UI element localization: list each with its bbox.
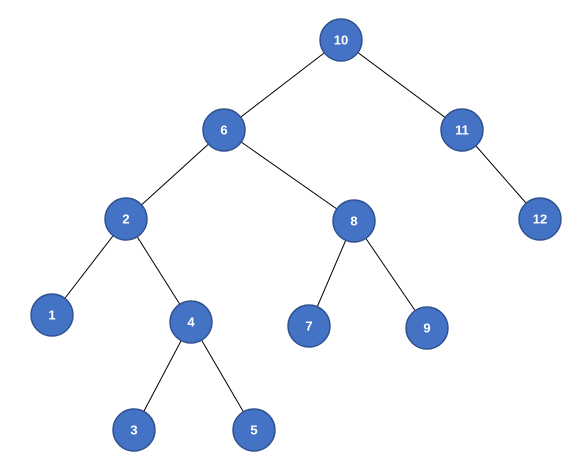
tree-node-circle (319, 18, 363, 62)
tree-node: 3 (112, 408, 156, 452)
tree-node-label: 9 (423, 321, 430, 336)
tree-node: 5 (232, 408, 276, 452)
tree-node-circle (112, 408, 156, 452)
tree-node: 9 (405, 306, 449, 350)
tree-node-label: 7 (305, 319, 312, 334)
tree-node: 4 (169, 300, 213, 344)
tree-node-circle (440, 108, 484, 152)
tree-node-label: 4 (187, 315, 195, 330)
tree-node-circle (169, 300, 213, 344)
tree-edge (125, 129, 225, 220)
tree-node-label: 11 (455, 123, 469, 138)
tree-node-circle (405, 306, 449, 350)
tree-node: 7 (287, 304, 331, 348)
tree-node-label: 12 (533, 212, 547, 227)
tree-node: 10 (319, 18, 363, 62)
tree-nodes: 10 6 11 2 8 12 1 4 7 9 3 5 (30, 18, 562, 452)
tree-edge (340, 39, 463, 131)
tree-node: 1 (30, 293, 74, 337)
tree-node-circle (30, 293, 74, 337)
tree-node-circle (232, 408, 276, 452)
tree-node-circle (518, 197, 562, 241)
tree-node: 11 (440, 108, 484, 152)
tree-edge (223, 39, 342, 131)
tree-node-label: 6 (220, 123, 227, 138)
tree-node-label: 10 (334, 33, 348, 48)
tree-edge (223, 129, 355, 222)
tree-node-circle (332, 199, 376, 243)
tree-node: 12 (518, 197, 562, 241)
tree-node: 8 (332, 199, 376, 243)
tree-node: 6 (202, 108, 246, 152)
tree-node-label: 8 (350, 214, 357, 229)
tree-node-label: 5 (250, 423, 257, 438)
tree-node-label: 3 (130, 423, 137, 438)
tree-node-circle (287, 304, 331, 348)
tree-node-circle (104, 197, 148, 241)
tree-node: 2 (104, 197, 148, 241)
tree-node-label: 1 (48, 308, 55, 323)
tree-node-circle (202, 108, 246, 152)
tree-node-label: 2 (122, 212, 129, 227)
